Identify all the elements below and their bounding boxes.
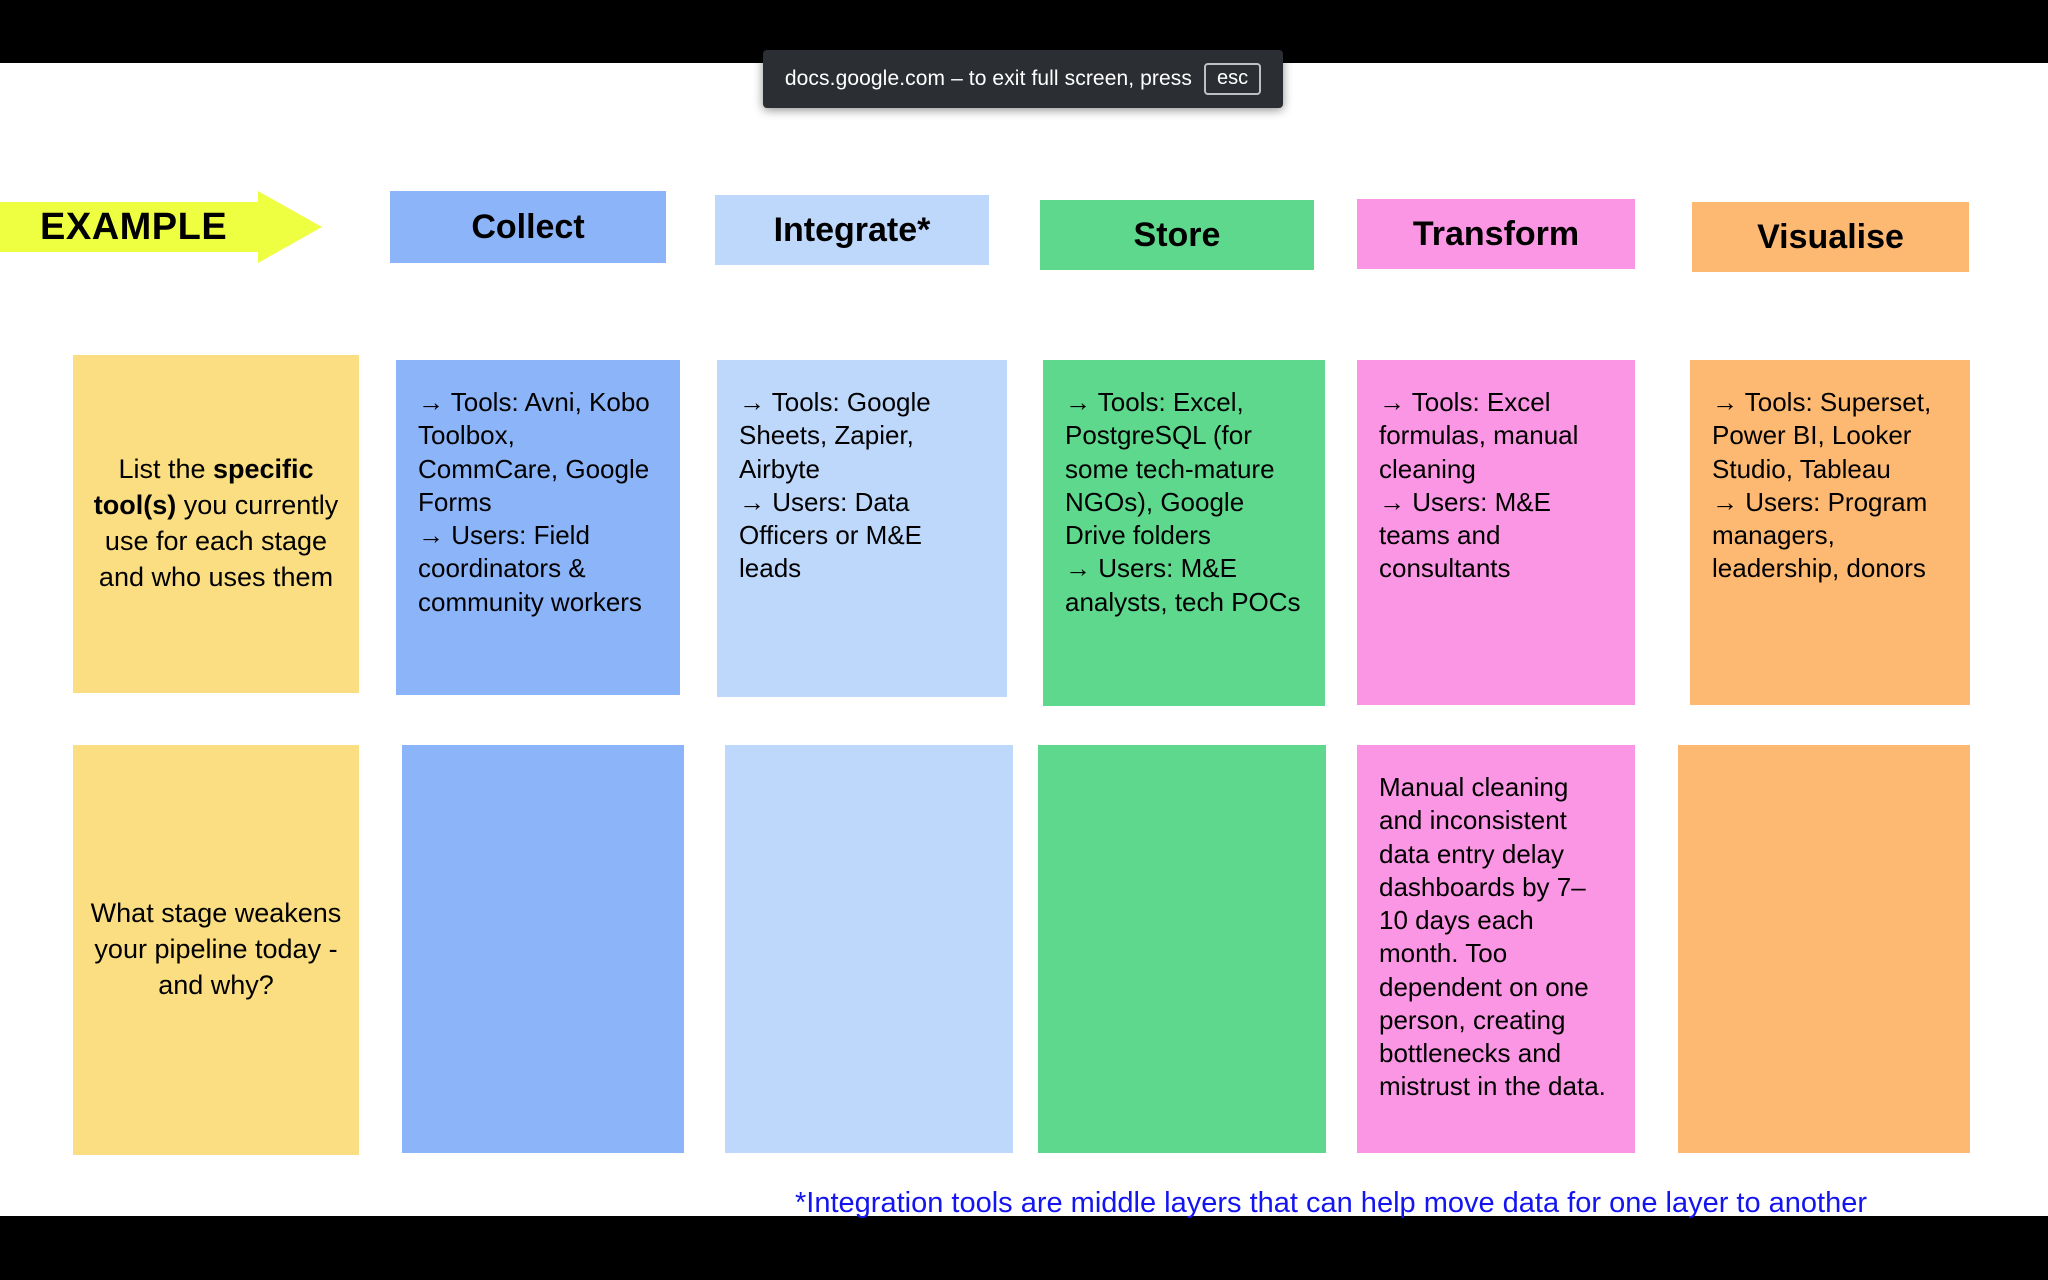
cell-integrate-weakest[interactable]: [725, 745, 1013, 1153]
stage-header-store[interactable]: Store: [1040, 200, 1314, 270]
stage-header-integrate[interactable]: Integrate*: [715, 195, 989, 265]
row-prompt-card-weakest: What stage weakens your pipeline today -…: [73, 745, 359, 1155]
row-prompt-text-tools: List the specific tool(s) you currently …: [93, 454, 346, 592]
stage-header-visualise[interactable]: Visualise: [1692, 202, 1969, 272]
stage-header-store-label: Store: [1133, 215, 1221, 254]
stage-header-integrate-label: Integrate*: [773, 210, 931, 249]
cell-store-tools[interactable]: → Tools: Excel, PostgreSQL (for some tec…: [1043, 360, 1325, 706]
stage-header-collect-label: Collect: [471, 207, 585, 246]
stage-header-transform-label: Transform: [1412, 214, 1580, 253]
cell-collect-weakest[interactable]: [402, 745, 684, 1153]
cell-collect-tools[interactable]: → Tools: Avni, Kobo Toolbox, CommCare, G…: [396, 360, 680, 695]
cell-store-weakest[interactable]: [1038, 745, 1326, 1153]
cell-integrate-tools[interactable]: → Tools: Google Sheets, Zapier, Airbyte …: [717, 360, 1007, 697]
stage-header-visualise-label: Visualise: [1757, 217, 1904, 256]
cell-transform-tools-text: → Tools: Excel formulas, manual cleaning…: [1379, 387, 1579, 584]
stage-header-transform[interactable]: Transform: [1357, 199, 1635, 269]
example-badge-label: EXAMPLE: [40, 205, 228, 248]
fullscreen-exit-message: docs.google.com – to exit full screen, p…: [784, 67, 1192, 90]
example-arrow-shape: [0, 191, 322, 263]
presentation-slide: EXAMPLE Collect Integrate* Store Transfo…: [0, 63, 2048, 1219]
cell-collect-tools-text: → Tools: Avni, Kobo Toolbox, CommCare, G…: [418, 387, 650, 617]
integration-footnote: *Integration tools are middle layers tha…: [795, 1187, 1868, 1219]
cell-transform-weakest[interactable]: Manual cleaning and inconsistent data en…: [1357, 745, 1635, 1153]
cell-visualise-weakest[interactable]: [1678, 745, 1970, 1153]
cell-visualise-tools-text: → Tools: Superset, Power BI, Looker Stud…: [1712, 387, 1932, 584]
cell-store-tools-text: → Tools: Excel, PostgreSQL (for some tec…: [1065, 387, 1301, 617]
row-prompt-text-weakest: What stage weakens your pipeline today -…: [90, 898, 349, 1000]
cell-transform-weakest-text: Manual cleaning and inconsistent data en…: [1379, 772, 1606, 1102]
esc-key-badge: esc: [1203, 63, 1262, 95]
letterbox-bottom-bar: [0, 1216, 2048, 1280]
fullscreen-exit-toast: docs.google.com – to exit full screen, p…: [763, 50, 1283, 108]
cell-visualise-tools[interactable]: → Tools: Superset, Power BI, Looker Stud…: [1690, 360, 1970, 705]
cell-transform-tools[interactable]: → Tools: Excel formulas, manual cleaning…: [1357, 360, 1635, 705]
stage-header-collect[interactable]: Collect: [390, 191, 666, 263]
cell-integrate-tools-text: → Tools: Google Sheets, Zapier, Airbyte …: [739, 387, 931, 584]
row-prompt-card-tools: List the specific tool(s) you currently …: [73, 355, 359, 693]
